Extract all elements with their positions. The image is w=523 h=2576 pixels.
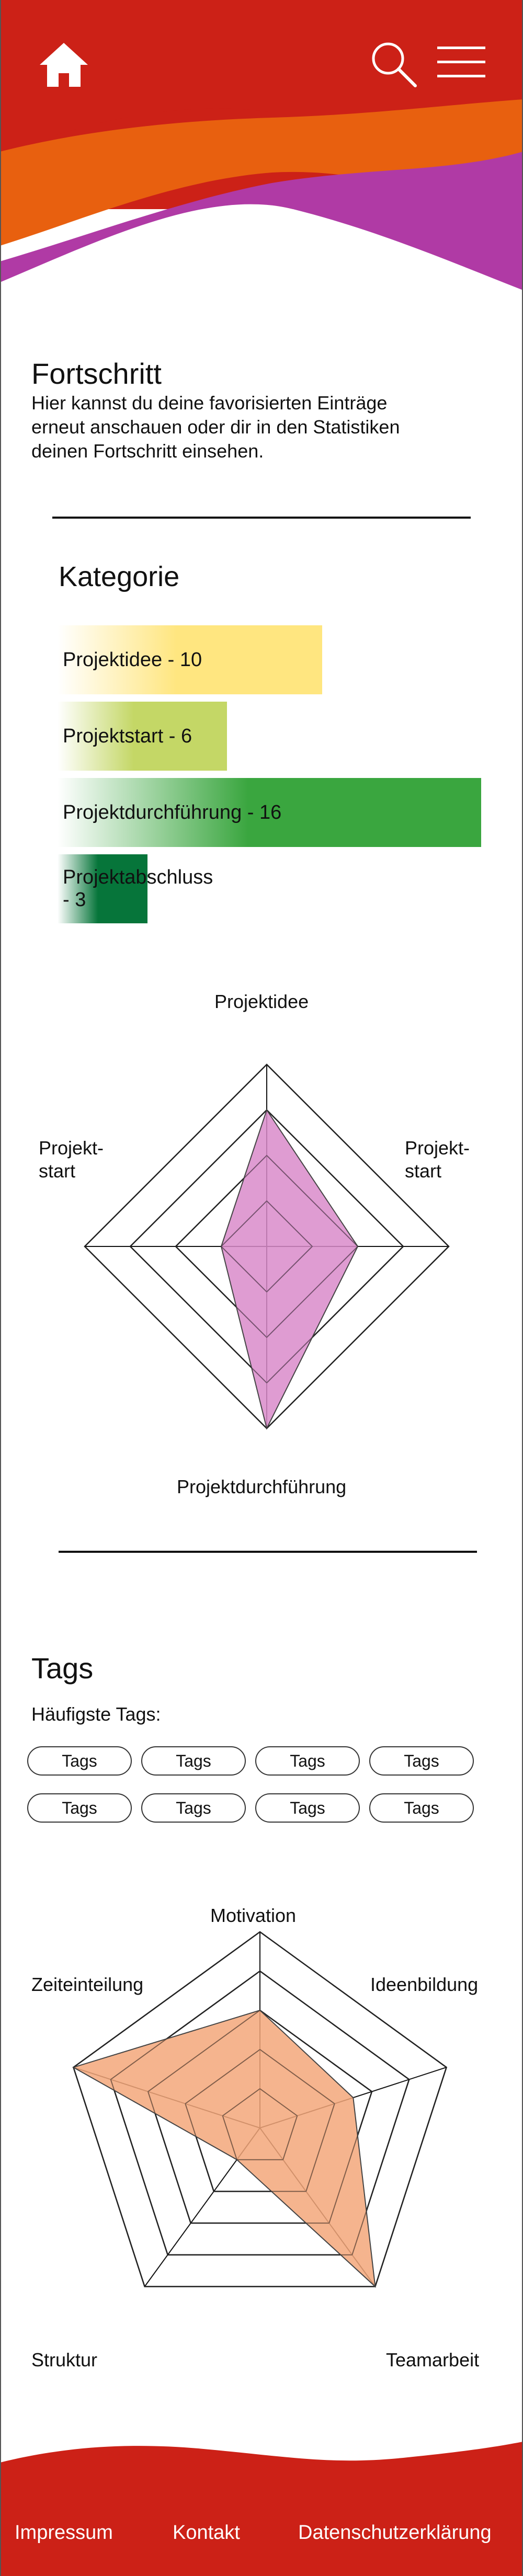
category-bar-projektidee[interactable]: Projektidee - 10 <box>58 625 322 694</box>
tags-radar-grid-ring-overlay <box>147 2010 372 2224</box>
category-bar-projektabschluss[interactable]: Projektabschluss - 3 <box>58 854 213 923</box>
radar-label-ideenbildung: Ideenbildung <box>370 1974 479 1995</box>
radar-label-projektabschluss-2: start <box>39 1160 76 1182</box>
section-divider <box>59 1551 477 1553</box>
description-line-3: deinen Fortschritt einsehen. <box>31 440 264 462</box>
radar-label-projektstart-2: start <box>405 1160 442 1182</box>
search-icon[interactable] <box>369 40 417 88</box>
page-title: Fortschritt <box>31 357 162 390</box>
tag-chip[interactable]: Tags <box>141 1746 246 1776</box>
header-wave-background <box>0 0 523 303</box>
tag-chip[interactable]: Tags <box>27 1793 132 1823</box>
radar-label-projektabschluss-1: Projekt- <box>39 1137 104 1159</box>
category-radar-grid-ring-overlay <box>129 1109 404 1384</box>
tags-title: Tags <box>31 1652 94 1685</box>
category-title: Kategorie <box>59 561 180 592</box>
tag-chip[interactable]: Tags <box>369 1793 474 1823</box>
category-bar-label: Projektstart - 6 <box>63 725 192 747</box>
footer-link-impressum[interactable]: Impressum <box>15 2522 113 2544</box>
category-radar-grid-ring-overlay <box>84 1063 450 1429</box>
radar-label-projektstart-1: Projekt- <box>405 1137 470 1159</box>
category-bar-label: Projektabschluss - 3 <box>63 866 213 911</box>
category-bar-projektdurchfuehrung[interactable]: Projektdurchführung - 16 <box>58 778 481 847</box>
tags-radar-grid-ring-overlay <box>73 1931 447 2287</box>
radar-label-motivation: Motivation <box>210 1905 297 1926</box>
tags-radar-data-area <box>72 2009 376 2288</box>
footer-link-datenschutz[interactable]: Datenschutzerklärung <box>298 2522 492 2544</box>
radar-label-teamarbeit: Teamarbeit <box>386 2349 480 2371</box>
tags-radar-grid-ring-overlay <box>185 2049 335 2192</box>
hamburger-menu-icon[interactable] <box>436 45 486 79</box>
radar-label-projektdurchfuehrung: Projektdurchführung <box>177 1476 347 1497</box>
radar-label-projektidee: Projektidee <box>214 991 309 1012</box>
category-radar-grid-ring-overlay <box>175 1154 359 1338</box>
tag-chip[interactable]: Tags <box>255 1793 360 1823</box>
footer-wave-background <box>0 2442 523 2576</box>
tag-chip[interactable]: Tags <box>27 1746 132 1776</box>
category-bar-label: Projektidee - 10 <box>63 648 202 671</box>
description-line-1: Hier kannst du deine favorisierten Eintr… <box>31 392 388 414</box>
category-bar-projektstart[interactable]: Projektstart - 6 <box>58 702 227 771</box>
radar-label-zeiteinteilung: Zeiteinteilung <box>31 1974 144 1995</box>
tag-chip[interactable]: Tags <box>255 1746 360 1776</box>
tags-subtitle: Häufigste Tags: <box>31 1703 161 1725</box>
footer-link-kontakt[interactable]: Kontakt <box>173 2522 240 2544</box>
description-line-2: erneut anschauen oder dir in den Statist… <box>31 416 400 438</box>
tag-chip[interactable]: Tags <box>141 1793 246 1823</box>
category-radar-grid-ring-overlay <box>220 1200 313 1293</box>
category-bar-label: Projektdurchführung - 16 <box>63 801 282 823</box>
section-divider <box>52 517 471 519</box>
radar-label-struktur: Struktur <box>31 2349 98 2371</box>
tags-radar-grid-ring-overlay <box>222 2088 298 2160</box>
tags-radar-grid-ring-overlay <box>110 1971 410 2256</box>
tag-chip[interactable]: Tags <box>369 1746 474 1776</box>
home-icon[interactable] <box>38 41 90 89</box>
